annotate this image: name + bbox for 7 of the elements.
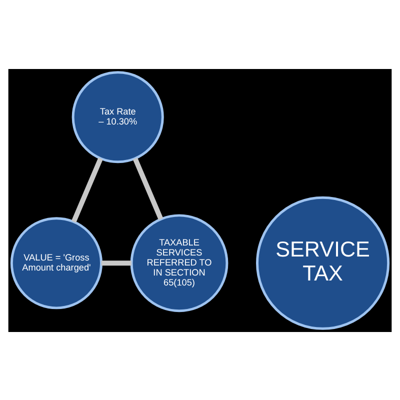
connector — [71, 157, 103, 222]
connector — [101, 260, 132, 266]
node-circle: Tax Rate – 10.30% — [72, 70, 164, 163]
node-circle: SERVICE TAX — [256, 196, 390, 330]
connector — [132, 157, 164, 220]
node-circle: VALUE = 'Gross Amount charged' — [10, 216, 103, 309]
node-circle: TAXABLE SERVICES REFERRED TO IN SECTION 65(105) — [130, 214, 228, 312]
